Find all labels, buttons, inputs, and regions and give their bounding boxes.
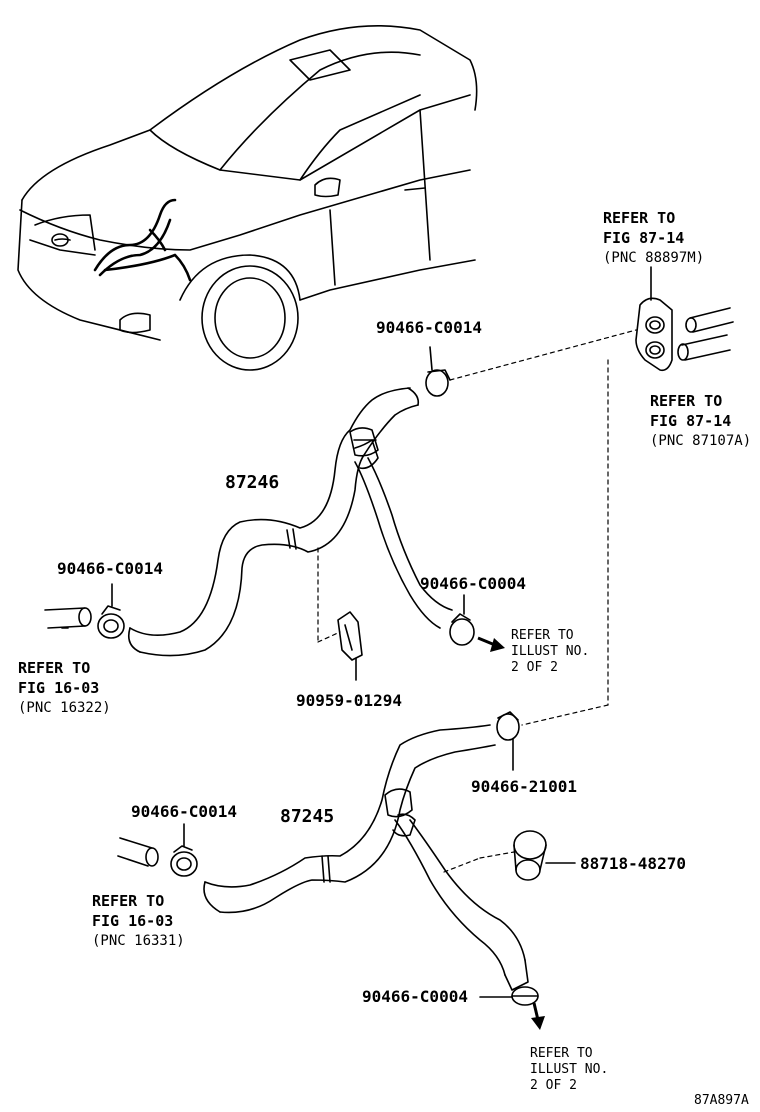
ref-label: FIG 87-14 bbox=[650, 412, 732, 430]
clip-upper-mid bbox=[449, 594, 475, 646]
clip-upper-top bbox=[425, 346, 451, 397]
part-number: 90466-C0014 bbox=[131, 802, 237, 821]
ref-label: (PNC 16331) bbox=[92, 933, 185, 949]
part-number: 90466-C0004 bbox=[420, 574, 526, 593]
clip-upper-left bbox=[97, 583, 125, 639]
part-number: 90959-01294 bbox=[296, 691, 402, 710]
note-label: ILLUST NO. bbox=[530, 1062, 609, 1077]
heater-pipes bbox=[677, 307, 734, 361]
pipe-left-upper bbox=[44, 607, 92, 629]
part-number: 87246 bbox=[225, 472, 280, 493]
bracket bbox=[337, 611, 363, 681]
part-number: 90466-C0014 bbox=[376, 318, 482, 337]
ref-label: FIG 16-03 bbox=[18, 679, 100, 697]
ref-label: (PNC 16322) bbox=[18, 700, 111, 716]
heater-hose-87246 bbox=[127, 387, 453, 657]
arrow-icon bbox=[531, 1002, 545, 1030]
part-number: 90466-21001 bbox=[471, 777, 577, 796]
ref-label: REFER TO bbox=[92, 892, 165, 910]
figure-id: 87A897A bbox=[694, 1093, 749, 1108]
arrow-icon bbox=[477, 636, 505, 652]
part-number: 90466-C0014 bbox=[57, 559, 163, 578]
note-label: REFER TO bbox=[530, 1046, 593, 1061]
ref-label: (PNC 87107A) bbox=[650, 433, 752, 449]
ref-label: FIG 16-03 bbox=[92, 912, 174, 930]
clip-lower-bottom bbox=[479, 986, 539, 1006]
note-label: REFER TO bbox=[511, 628, 574, 643]
hose-clamp bbox=[513, 830, 576, 881]
heater-hose-87245 bbox=[203, 724, 529, 991]
note-label: ILLUST NO. bbox=[511, 644, 590, 659]
ref-label: FIG 87-14 bbox=[603, 229, 685, 247]
part-number: 87245 bbox=[280, 806, 335, 827]
ref-label: REFER TO bbox=[603, 209, 676, 227]
part-number: 88718-48270 bbox=[580, 854, 686, 873]
connection-lines bbox=[317, 329, 637, 873]
ref-label: (PNC 88897M) bbox=[603, 250, 705, 266]
note-label: 2 OF 2 bbox=[530, 1078, 577, 1093]
ref-label: REFER TO bbox=[650, 392, 723, 410]
clip-lower-left bbox=[170, 823, 198, 877]
wire-harness bbox=[93, 198, 192, 282]
note-label: 2 OF 2 bbox=[511, 660, 558, 675]
grommet bbox=[635, 266, 673, 372]
vehicle-illustration bbox=[17, 24, 478, 371]
pipe-left-lower bbox=[117, 837, 159, 867]
ref-label: REFER TO bbox=[18, 659, 91, 677]
clip-lower-right bbox=[496, 711, 520, 771]
part-number: 90466-C0004 bbox=[362, 987, 468, 1006]
